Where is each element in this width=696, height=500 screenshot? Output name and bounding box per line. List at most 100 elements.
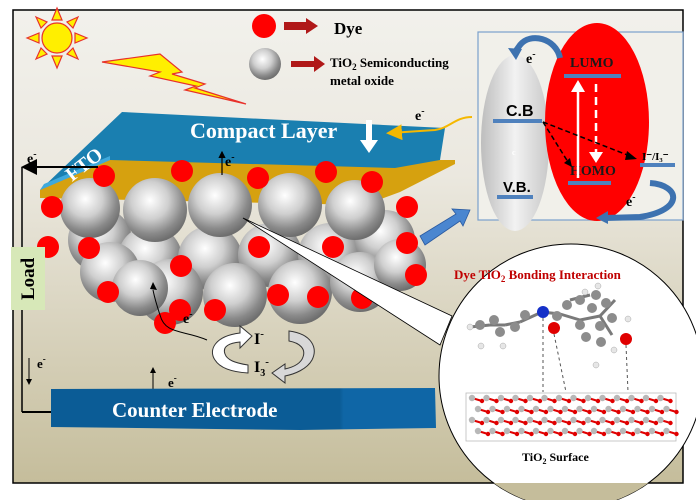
lattice-oxygen-atom: [595, 398, 601, 404]
lattice-oxygen-atom: [645, 431, 650, 437]
electron-injection-arrow: [386, 116, 473, 141]
lightning-icon: [101, 53, 247, 105]
compact-layer-down-arrow: [360, 120, 378, 153]
lattice-titanium-atom: [570, 416, 577, 424]
lattice-titanium-atom: [599, 394, 606, 402]
lattice-oxygen-atom: [668, 398, 673, 404]
lattice-titanium-atom: [512, 416, 519, 424]
lattice-oxygen-atom: [601, 431, 607, 437]
lattice-oxygen-atom: [674, 409, 679, 415]
lattice-oxygen-atom: [558, 431, 563, 437]
lattice-oxygen-atom: [581, 420, 586, 426]
lattice-oxygen-atom: [610, 420, 615, 426]
lattice-oxygen-atom: [500, 431, 505, 437]
lattice-oxygen-atom: [537, 420, 543, 426]
lattice-titanium-atom: [634, 427, 641, 435]
lattice-titanium-atom: [541, 416, 548, 424]
lattice-titanium-atom: [468, 416, 476, 424]
lattice-titanium-atom: [503, 405, 511, 413]
lattice-oxygen-atom: [624, 398, 630, 404]
lattice-titanium-atom: [474, 405, 482, 413]
lattice-oxygen-atom: [668, 420, 673, 426]
legend-tio2-label-line2: metal oxide: [330, 73, 394, 88]
dye-molecules: [37, 160, 427, 334]
lumo-label: LUMO: [570, 56, 614, 71]
external-circuit: Load e-: [11, 167, 102, 420]
counter-electrode: [51, 388, 436, 430]
lattice-oxygen-atom: [616, 409, 621, 415]
lattice-oxygen-atom: [537, 398, 543, 404]
lattice-titanium-atom: [561, 405, 569, 413]
oxygen-atom-1: [548, 322, 560, 334]
inset-title: Dye TiO2 Bonding Interaction: [454, 267, 622, 284]
lattice-titanium-atom: [512, 394, 519, 402]
lattice-titanium-atom: [468, 394, 476, 402]
lattice-oxygen-atom: [500, 409, 505, 415]
lattice-oxygen-atom: [624, 420, 630, 426]
lattice-oxygen-atom: [645, 409, 650, 415]
tio2-spheres: [60, 173, 426, 327]
redox-cycle: e- I- I3- e-: [150, 282, 315, 391]
energy-level-diagram: c LUMO HOMO C.B V.B. I⁻/I₃⁻ e- e-: [477, 23, 684, 231]
lattice-titanium-atom: [584, 394, 592, 402]
lattice-oxygen-atom: [587, 431, 592, 437]
lattice-oxygen-atom: [572, 409, 578, 415]
lattice-titanium-atom: [532, 427, 540, 435]
lattice-oxygen-atom: [572, 431, 578, 437]
load-box: [11, 247, 45, 310]
lattice-titanium-atom: [561, 427, 569, 435]
lattice-oxygen-atom: [485, 409, 491, 415]
lattice-oxygen-atom: [639, 420, 644, 426]
lattice-oxygen-atom: [552, 398, 557, 404]
lattice-titanium-atom: [570, 394, 577, 402]
lattice-titanium-atom: [648, 427, 656, 435]
lattice-titanium-atom: [619, 405, 627, 413]
lattice-titanium-atom: [648, 405, 656, 413]
legend-tio2-label: TiO2 Semiconducting: [330, 55, 449, 72]
lattice-titanium-atom: [474, 427, 482, 435]
lattice-oxygen-atom: [494, 420, 499, 426]
lattice-titanium-atom: [526, 416, 534, 424]
lattice-titanium-atom: [503, 427, 511, 435]
lattice-titanium-atom: [605, 427, 612, 435]
lattice-oxygen-atom: [587, 409, 592, 415]
lattice-oxygen-atom: [601, 409, 607, 415]
cycle-arrow-right: [271, 330, 315, 385]
lattice-titanium-atom: [576, 405, 583, 413]
lattice-oxygen-atom: [479, 398, 485, 404]
lattice-titanium-atom: [532, 405, 540, 413]
legend-dye-swatch: [252, 14, 276, 38]
lattice-titanium-atom: [590, 405, 598, 413]
lattice-oxygen-atom: [508, 398, 514, 404]
lattice-titanium-atom: [483, 416, 490, 424]
electron-transfer-arrow-top: [512, 35, 563, 59]
lattice-oxygen-atom: [630, 409, 636, 415]
lattice-oxygen-atom: [653, 398, 659, 404]
lattice-oxygen-atom: [639, 398, 644, 404]
tio2-surface-lattice: [465, 392, 679, 442]
lattice-titanium-atom: [657, 394, 664, 402]
lattice-titanium-atom: [497, 416, 505, 424]
lattice-titanium-atom: [590, 427, 598, 435]
lattice-titanium-atom: [489, 427, 496, 435]
tio2-dye-cluster: [37, 160, 427, 334]
lattice-oxygen-atom: [581, 398, 586, 404]
redox-couple-label: I⁻/I₃⁻: [642, 151, 669, 163]
lattice-titanium-atom: [663, 405, 670, 413]
dye-level-oval: [545, 23, 649, 221]
lattice-titanium-atom: [518, 405, 525, 413]
triiodide-label: I3-: [254, 356, 269, 379]
counter-electrode-label: Counter Electrode: [112, 398, 277, 422]
lattice-oxygen-atom: [659, 431, 665, 437]
lattice-oxygen-atom: [523, 420, 528, 426]
lattice-oxygen-atom: [523, 398, 528, 404]
lattice-titanium-atom: [628, 394, 635, 402]
lattice-titanium-atom: [483, 394, 490, 402]
legend-dye-arrow: [284, 18, 318, 34]
lattice-titanium-atom: [628, 416, 635, 424]
lattice-titanium-atom: [518, 427, 525, 435]
lattice-titanium-atom: [599, 416, 606, 424]
vb-label: V.B.: [503, 179, 531, 196]
fto-layer: [40, 112, 445, 190]
tio2-band-oval: [481, 55, 549, 231]
